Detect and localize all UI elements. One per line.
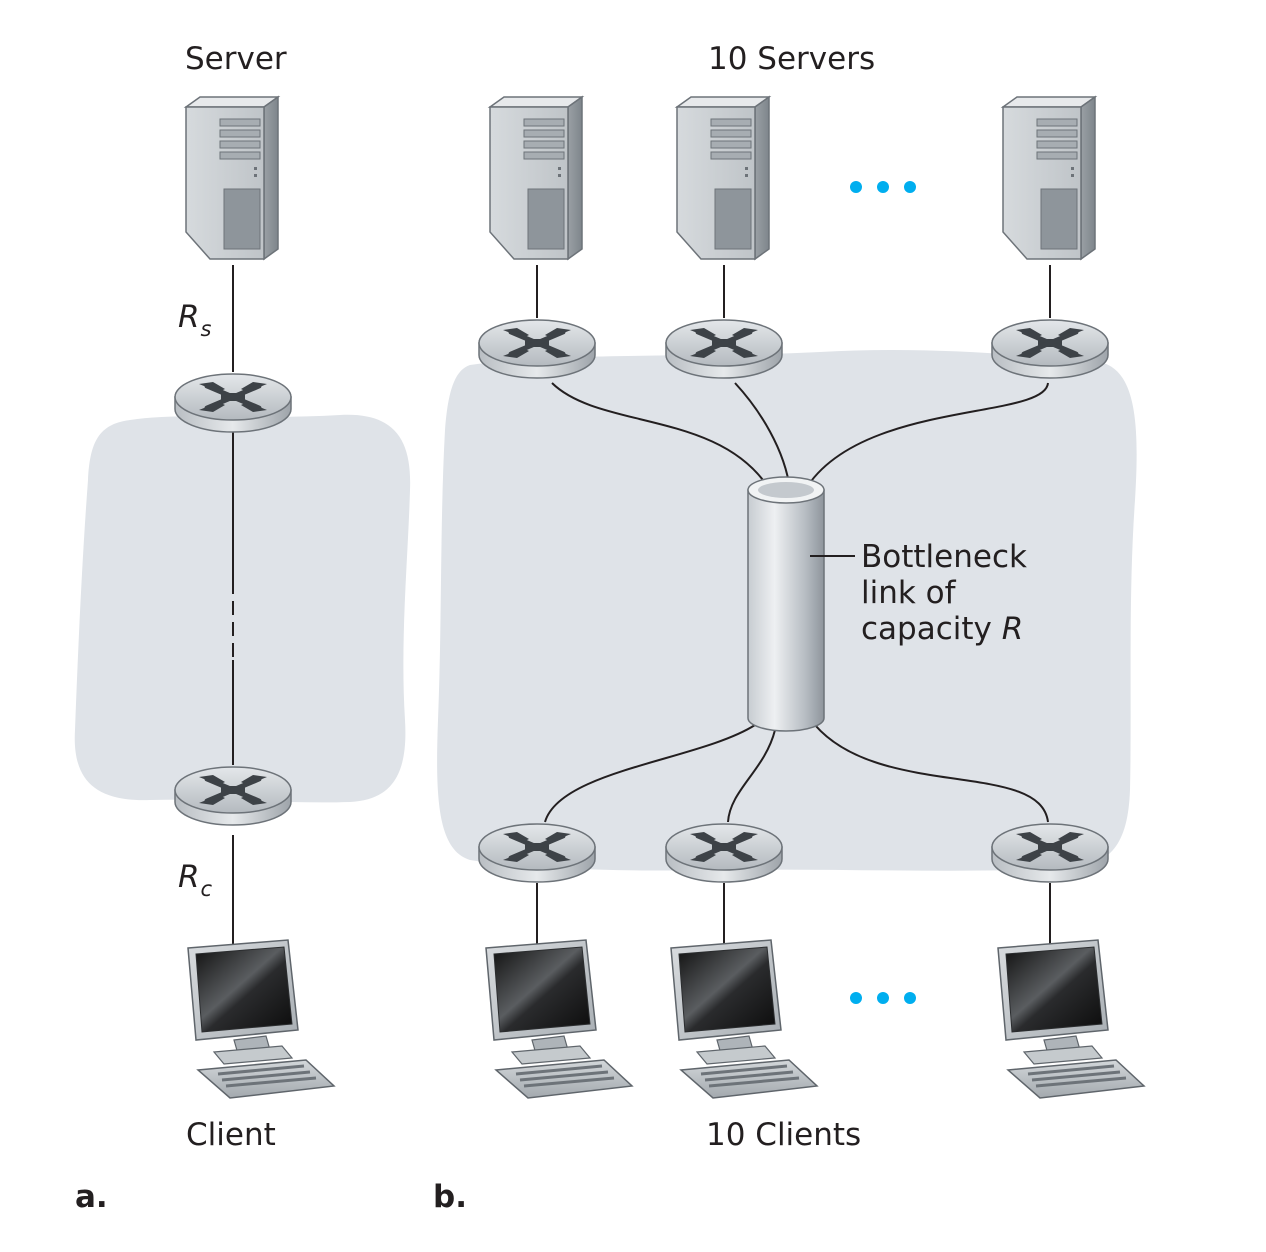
ellipsis-icon [850, 181, 916, 193]
ellipsis-icon [850, 992, 916, 1004]
bottleneck-line-2: link of [861, 574, 956, 611]
router-icon [992, 824, 1108, 882]
router-icon [479, 824, 595, 882]
router-icon [175, 374, 291, 432]
server-tower-icon [1002, 96, 1096, 260]
bottleneck-line-1: Bottleneck [861, 539, 1027, 575]
bottleneck-feeder-links [544, 382, 1049, 823]
router-icon [666, 824, 782, 882]
router-icon [666, 320, 782, 378]
bottleneck-line-3-text: capacity [861, 610, 1002, 647]
rate-symbol: R [178, 299, 200, 335]
bottleneck-capacity-symbol: R [1001, 610, 1024, 647]
router-icon [479, 320, 595, 378]
panel-b-links [536, 265, 1051, 945]
server-tower-icon [489, 96, 583, 260]
router-icon [992, 320, 1108, 378]
desktop-computer-icon [186, 938, 336, 1100]
desktop-computer-icon [996, 938, 1146, 1100]
server-rate-label: Rs [178, 299, 212, 340]
client-label: Client [186, 1117, 276, 1153]
desktop-computer-icon [669, 938, 819, 1100]
clients-label: 10 Clients [706, 1117, 862, 1153]
rate-subscript: c [200, 877, 213, 901]
network-cloud-a [74, 414, 411, 803]
panel-b-label: b. [433, 1179, 467, 1215]
client-rate-label: Rc [178, 859, 212, 900]
server-tower-icon [185, 96, 279, 260]
rate-subscript: s [200, 317, 212, 341]
rate-symbol: R [178, 859, 200, 895]
panel-a-label: a. [75, 1179, 108, 1215]
router-icon [175, 767, 291, 825]
server-label: Server [185, 41, 287, 77]
desktop-computer-icon [484, 938, 634, 1100]
bottleneck-link-cylinder-icon [747, 476, 825, 732]
bottleneck-callout: Bottleneck link of capacity R [861, 539, 1027, 648]
bottleneck-line-3: capacity R [861, 610, 1027, 648]
server-tower-icon [676, 96, 770, 260]
servers-label: 10 Servers [708, 41, 876, 77]
